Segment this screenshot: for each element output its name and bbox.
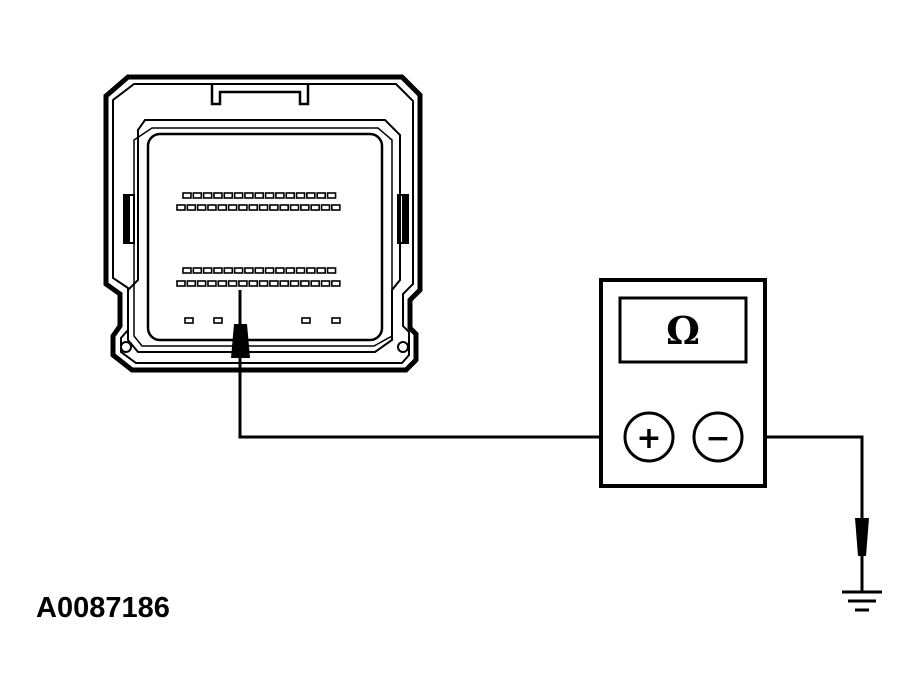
connector-pin bbox=[244, 192, 254, 199]
connector-pin bbox=[300, 204, 310, 211]
connector-pin bbox=[310, 280, 320, 287]
connector-pin bbox=[248, 204, 259, 211]
connector-pin bbox=[196, 204, 207, 211]
connector-pin bbox=[258, 280, 269, 287]
connector-pin bbox=[295, 267, 306, 274]
connector-pin bbox=[182, 192, 192, 199]
connector-pin bbox=[176, 280, 186, 287]
connector-pin bbox=[331, 204, 341, 211]
positive-terminal-label: + bbox=[636, 421, 661, 456]
connector-pin bbox=[186, 280, 197, 287]
meter-display-symbol: Ω bbox=[666, 308, 700, 353]
connector-icon bbox=[103, 74, 423, 373]
ground-symbol-icon bbox=[842, 590, 882, 612]
connector-pin bbox=[254, 192, 265, 199]
figure-id-label: A0087186 bbox=[36, 592, 170, 624]
connector-pins bbox=[176, 192, 341, 324]
connector-pin bbox=[258, 204, 269, 211]
connector-pin bbox=[310, 204, 320, 211]
connector-pin bbox=[326, 192, 337, 199]
connector-pin bbox=[269, 204, 279, 211]
connector-pin bbox=[248, 280, 259, 287]
negative-lead-wire bbox=[744, 435, 864, 520]
connector-pin bbox=[217, 204, 228, 211]
connector-pin bbox=[300, 280, 310, 287]
connector-pin bbox=[213, 267, 223, 274]
connector-pin bbox=[227, 204, 238, 211]
negative-terminal-label: − bbox=[705, 421, 730, 456]
connector-pin bbox=[295, 192, 306, 199]
positive-lead-wire bbox=[238, 358, 624, 439]
connector-pin bbox=[285, 192, 296, 199]
connector-pin bbox=[301, 317, 311, 324]
connector-pin bbox=[207, 204, 217, 211]
connector-pin bbox=[207, 280, 217, 287]
connector-pin bbox=[316, 267, 326, 274]
connector-pin bbox=[213, 317, 223, 324]
connector-pin bbox=[320, 204, 331, 211]
connector-pin bbox=[289, 280, 300, 287]
connector-pin bbox=[202, 267, 213, 274]
connector-pin bbox=[264, 192, 275, 199]
probe-icon bbox=[231, 290, 250, 358]
connector-pin bbox=[254, 267, 265, 274]
connector-pin bbox=[275, 192, 285, 199]
multimeter-icon bbox=[599, 278, 767, 488]
connector-pin bbox=[196, 280, 207, 287]
connector-pin bbox=[223, 267, 234, 274]
connector-pin bbox=[269, 280, 279, 287]
connector-pin bbox=[233, 267, 244, 274]
connector-pin bbox=[326, 267, 337, 274]
connector-pin bbox=[289, 204, 300, 211]
connector-pin bbox=[331, 280, 341, 287]
connector-pin bbox=[233, 192, 244, 199]
connector-pin bbox=[320, 280, 331, 287]
connector-pin bbox=[192, 267, 203, 274]
connector-pin bbox=[279, 280, 290, 287]
connector-pin bbox=[182, 267, 192, 274]
connector-pin bbox=[176, 204, 186, 211]
connector-pin bbox=[186, 204, 197, 211]
connector-pin bbox=[306, 192, 316, 199]
ground-probe-icon bbox=[855, 518, 869, 592]
connector-pin bbox=[279, 204, 290, 211]
connector-pin bbox=[223, 192, 234, 199]
connector-pin bbox=[285, 267, 296, 274]
connector-pin bbox=[184, 317, 194, 324]
connector-pin bbox=[264, 267, 275, 274]
connector-pin bbox=[331, 317, 341, 324]
connector-pin bbox=[213, 192, 223, 199]
connector-pin bbox=[227, 280, 238, 287]
connector-pin bbox=[192, 192, 203, 199]
connector-pin bbox=[244, 267, 254, 274]
connector-pin bbox=[217, 280, 228, 287]
connector-pin bbox=[275, 267, 285, 274]
connector-pin bbox=[238, 204, 248, 211]
connector-pin bbox=[202, 192, 213, 199]
connector-pin bbox=[238, 280, 248, 287]
connector-pin bbox=[316, 192, 326, 199]
connector-pin bbox=[306, 267, 316, 274]
